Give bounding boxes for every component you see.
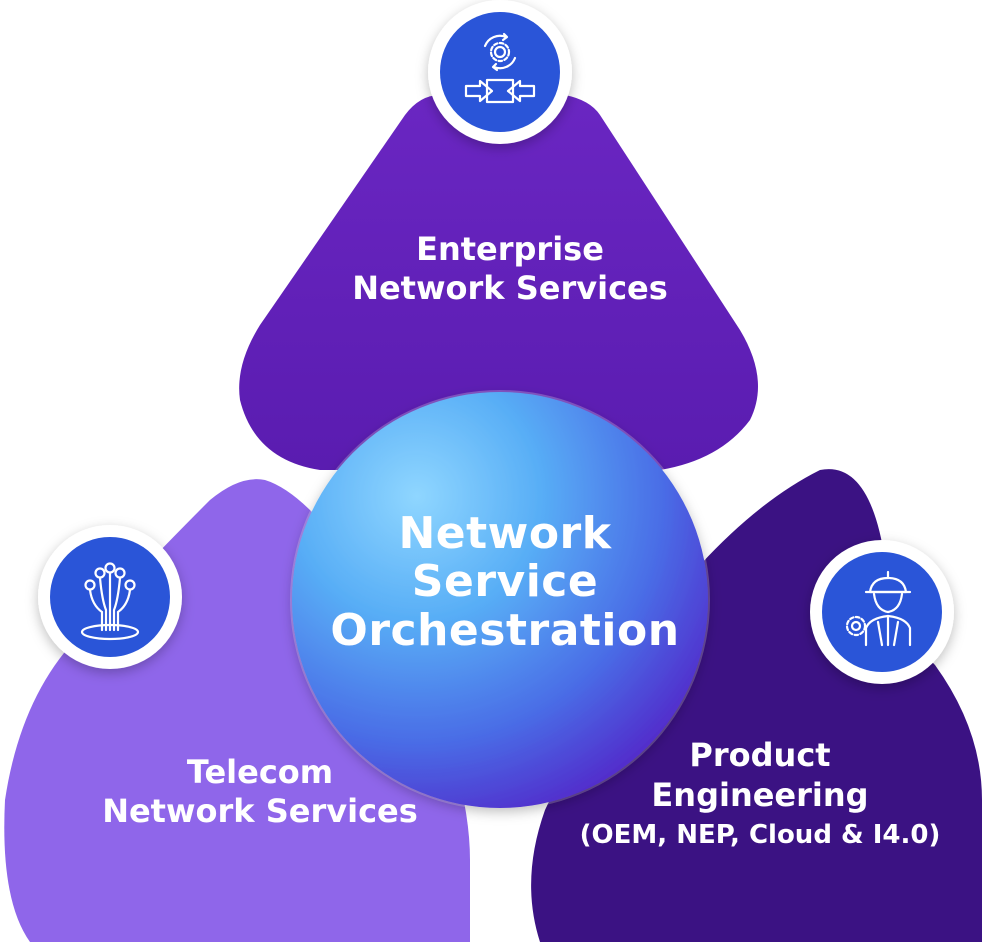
center-label-line-2: Service bbox=[411, 556, 599, 608]
enterprise-label: Enterprise Network Services bbox=[280, 230, 740, 308]
enterprise-icon-badge bbox=[428, 0, 572, 144]
telecom-label-line-2: Network Services bbox=[102, 792, 418, 831]
product-label-line-2: Engineering bbox=[651, 776, 869, 814]
enterprise-label-line-2: Network Services bbox=[352, 269, 668, 308]
telecom-label-line-1: Telecom bbox=[186, 753, 334, 791]
telecom-label: Telecom Network Services bbox=[50, 753, 470, 831]
engineer-gear-icon bbox=[845, 570, 912, 647]
center-label-line-3: Orchestration bbox=[330, 604, 680, 656]
product-icon-badge bbox=[810, 540, 954, 684]
center-label-line-1: Network bbox=[398, 508, 612, 559]
product-label-line-3: (OEM, NEP, Cloud & I4.0) bbox=[579, 820, 941, 850]
center-label: Network Service Orchestration bbox=[310, 508, 700, 656]
enterprise-label-line-1: Enterprise bbox=[416, 230, 604, 268]
fiber-optic-icon bbox=[80, 562, 140, 641]
product-label: Product Engineering (OEM, NEP, Cloud & I… bbox=[535, 735, 982, 852]
enterprise-petal bbox=[239, 95, 758, 470]
network-gear-arrows-icon bbox=[464, 32, 536, 104]
telecom-icon-badge bbox=[38, 525, 182, 669]
product-label-line-1: Product bbox=[689, 736, 831, 774]
